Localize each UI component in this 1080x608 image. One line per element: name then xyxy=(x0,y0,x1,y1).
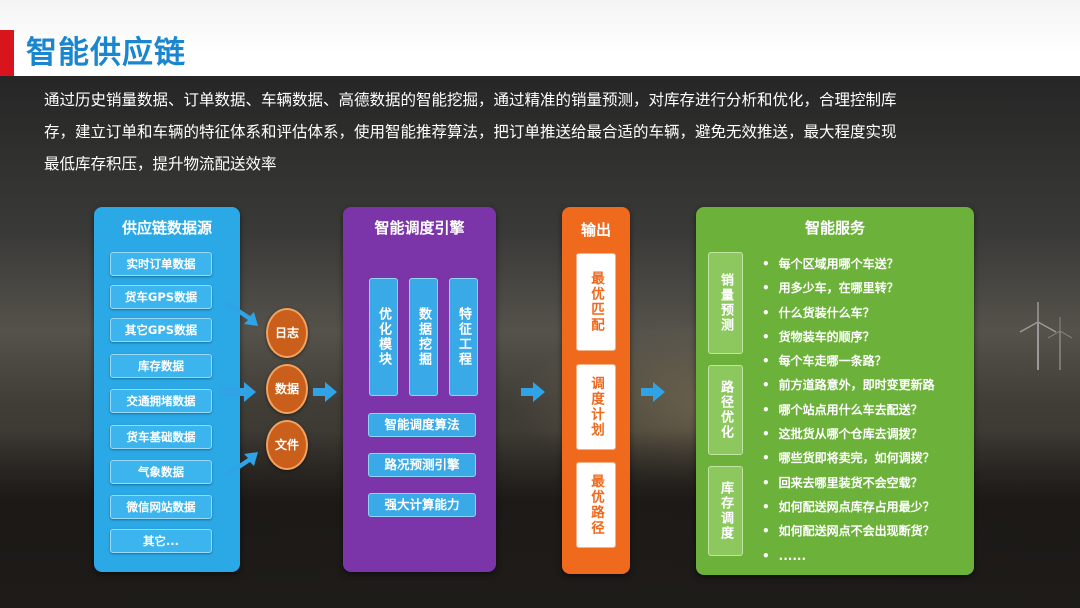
data-source-item: 气象数据 xyxy=(110,460,212,484)
list-item: 回来去哪里装货不会空载？ xyxy=(762,471,935,495)
arrow-icon xyxy=(641,382,665,402)
connector-data: 数据 xyxy=(266,364,308,414)
list-item: 哪个站点用什么车去配送？ xyxy=(762,398,935,422)
engine-capability: 智能调度算法 xyxy=(368,413,476,437)
output-title: 输出 xyxy=(562,219,630,240)
list-item: 如何配送网点库存占用最少？ xyxy=(762,495,935,519)
page-title: 智能供应链 xyxy=(26,30,186,76)
data-source-item: 库存数据 xyxy=(110,354,212,378)
engine-title: 智能调度引擎 xyxy=(343,217,496,238)
service-category: 库存调度 xyxy=(708,466,743,556)
title-accent-bar xyxy=(0,30,14,76)
service-questions: 每个区域用哪个车送？ 用多少车，在哪里转？ 什么货装什么车？ 货物装车的顺序？ … xyxy=(762,252,935,568)
output-item: 最优匹配 xyxy=(576,253,616,351)
data-source-item: 实时订单数据 xyxy=(110,252,212,276)
description-line: 最低库存积压，提升物流配送效率 xyxy=(44,148,1044,180)
data-sources-title: 供应链数据源 xyxy=(94,217,240,238)
services-title: 智能服务 xyxy=(696,217,974,238)
list-item: 哪些货即将卖完，如何调拨？ xyxy=(762,446,935,470)
service-category: 路径优化 xyxy=(708,365,743,455)
list-item: 如何配送网点不会出现断货？ xyxy=(762,519,935,543)
data-source-item: 微信网站数据 xyxy=(110,495,212,519)
data-source-item: 货车基础数据 xyxy=(110,425,212,449)
arrow-icon xyxy=(222,380,258,404)
list-item: 货物装车的顺序？ xyxy=(762,325,935,349)
data-source-item: 其它... xyxy=(110,529,212,553)
connector-log: 日志 xyxy=(266,308,308,358)
list-item: 什么货装什么车？ xyxy=(762,301,935,325)
output-item: 调度计划 xyxy=(576,364,616,450)
list-item: ...... xyxy=(762,544,935,568)
description-line: 通过历史销量数据、订单数据、车辆数据、高德数据的智能挖掘，通过精准的销量预测，对… xyxy=(44,84,1044,116)
data-source-item: 交通拥堵数据 xyxy=(110,389,212,413)
data-source-item: 其它GPS数据 xyxy=(110,318,212,342)
arrow-icon xyxy=(222,300,262,330)
description-line: 存，建立订单和车辆的特征体系和评估体系，使用智能推荐算法，把订单推送给最合适的车… xyxy=(44,116,1044,148)
engine-module: 特征工程 xyxy=(449,278,478,396)
engine-module: 优化模块 xyxy=(369,278,398,396)
arrow-icon xyxy=(313,382,337,402)
service-category: 销量预测 xyxy=(708,252,743,354)
output-item: 最优路径 xyxy=(576,462,616,548)
description: 通过历史销量数据、订单数据、车辆数据、高德数据的智能挖掘，通过精准的销量预测，对… xyxy=(44,84,1044,180)
list-item: 每个车走哪一条路？ xyxy=(762,349,935,373)
arrow-icon xyxy=(222,448,262,478)
data-source-item: 货车GPS数据 xyxy=(110,285,212,309)
list-item: 这批货从哪个仓库去调拨？ xyxy=(762,422,935,446)
connector-file: 文件 xyxy=(266,420,308,470)
list-item: 前方道路意外，即时变更新路 xyxy=(762,373,935,397)
list-item: 每个区域用哪个车送？ xyxy=(762,252,935,276)
arrow-icon xyxy=(521,382,545,402)
engine-capability: 强大计算能力 xyxy=(368,493,476,517)
engine-module: 数据挖掘 xyxy=(409,278,438,396)
engine-capability: 路况预测引擎 xyxy=(368,453,476,477)
list-item: 用多少车，在哪里转？ xyxy=(762,276,935,300)
wind-turbine-icon xyxy=(1040,315,1080,370)
